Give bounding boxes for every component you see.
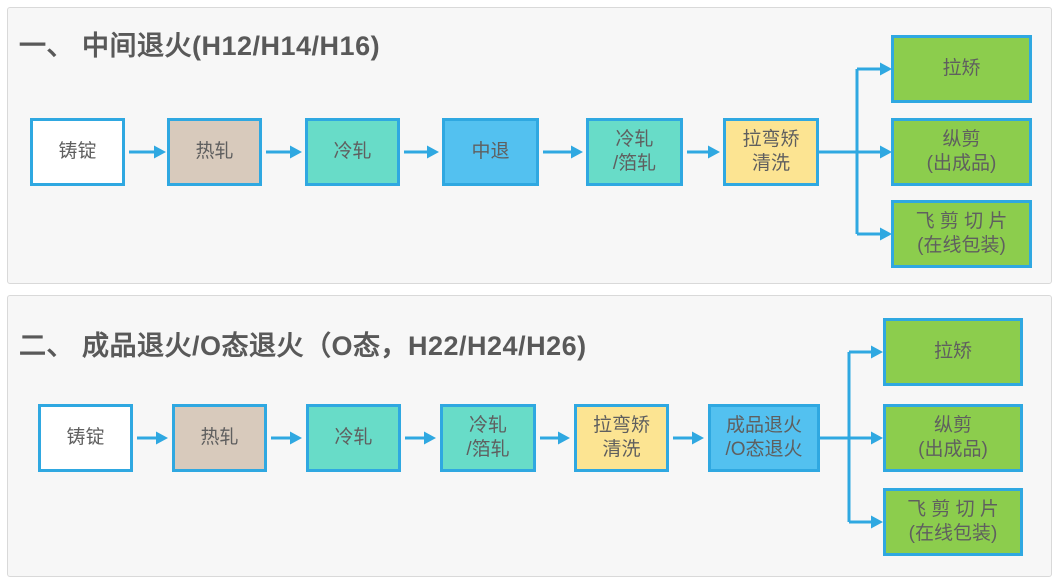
node-casting-ingot: 铸锭 [30,118,125,186]
node-flying-shear-sheeting: 飞 剪 切 片(在线包装) [891,200,1032,268]
node-cold-rolling: 冷轧 [305,118,400,186]
panel-final-annealing: 二、 成品退火/O态退火（O态，H22/H24/H26) 铸锭 热轧 冷轧 冷轧… [7,295,1052,577]
node-cold-foil-rolling: 冷轧/箔轧 [440,404,536,472]
node-final-o-temper-anneal: 成品退火/O态退火 [708,404,820,472]
node-hot-rolling: 热轧 [172,404,267,472]
flow-connector-arrows-icon [137,345,883,529]
panel-intermediate-annealing: 一、 中间退火(H12/H14/H16) 铸锭 热轧 冷轧 中退 冷轧/箔轧 [7,7,1052,284]
node-stretch-bend-cleaning: 拉弯矫清洗 [574,404,669,472]
node-slitting-finished: 纵剪(出成品) [883,404,1023,472]
node-slitting-finished: 纵剪(出成品) [891,118,1032,186]
node-intermediate-anneal: 中退 [442,118,539,186]
node-cold-rolling: 冷轧 [306,404,401,472]
node-stretch-bend-cleaning: 拉弯矫清洗 [723,118,819,186]
panel-title: 二、 成品退火/O态退火（O态，H22/H24/H26) [19,331,587,361]
panel-title: 一、 中间退火(H12/H14/H16) [19,31,381,61]
node-casting-ingot: 铸锭 [38,404,133,472]
node-stretch-straightening: 拉矫 [891,35,1032,103]
node-stretch-straightening: 拉矫 [883,318,1023,386]
node-flying-shear-sheeting: 飞 剪 切 片(在线包装) [883,488,1023,556]
node-cold-foil-rolling: 冷轧/箔轧 [586,118,683,186]
node-hot-rolling: 热轧 [167,118,262,186]
flow-connector-arrows-icon [129,62,892,241]
